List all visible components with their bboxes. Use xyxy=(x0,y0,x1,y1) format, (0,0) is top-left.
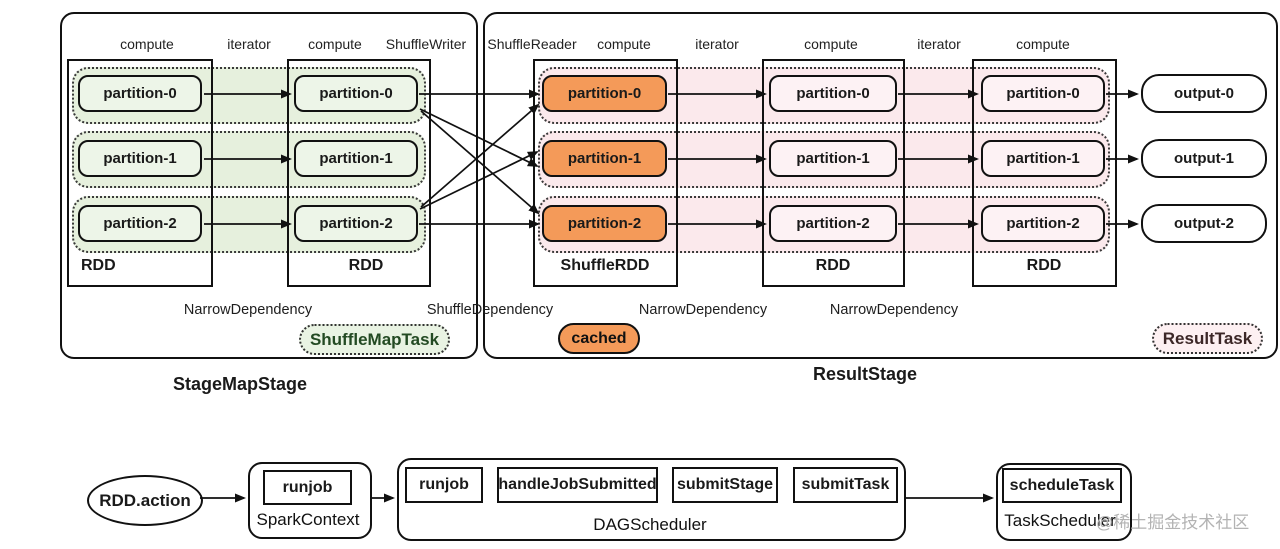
rdd3-box xyxy=(762,59,905,287)
rdd1-partition-0: partition-0 xyxy=(78,75,202,112)
narrow-dependency-label-2: NarrowDependency xyxy=(638,302,768,318)
rdd3-label: RDD xyxy=(815,257,851,274)
rdd2-partition-2: partition-2 xyxy=(294,205,418,242)
rdd1-partition-1: partition-1 xyxy=(78,140,202,177)
stage-map-stage-title: StageMapStage xyxy=(172,374,308,394)
rdd-action-ellipse: RDD.action xyxy=(87,475,203,526)
rdd2-partition-0: partition-0 xyxy=(294,75,418,112)
shuffle-rdd-label: ShuffleRDD xyxy=(560,257,650,274)
label-compute-1: compute xyxy=(120,36,174,52)
schedule-task-box: scheduleTask xyxy=(1002,468,1122,503)
shuffle-rdd-partition-2: partition-2 xyxy=(542,205,667,242)
narrow-dependency-label-3: NarrowDependency xyxy=(829,302,959,318)
rdd1-partition-2: partition-2 xyxy=(78,205,202,242)
rdd4-partition-2: partition-2 xyxy=(981,205,1105,242)
narrow-dependency-label-1: NarrowDependency xyxy=(183,302,313,318)
rdd1-box xyxy=(67,59,213,287)
shuffle-dependency-label: ShuffleDependency xyxy=(426,302,554,318)
result-task-badge: ResultTask xyxy=(1152,323,1263,354)
rdd4-partition-0: partition-0 xyxy=(981,75,1105,112)
juejin-watermark: @稀土掘金技术社区 xyxy=(1096,513,1250,532)
rdd4-label: RDD xyxy=(1026,257,1062,274)
label-iterator-1: iterator xyxy=(227,36,271,52)
task-scheduler-label: TaskScheduler xyxy=(1004,511,1116,530)
label-compute-5: compute xyxy=(1016,36,1070,52)
rdd1-label: RDD xyxy=(81,257,116,274)
dag-scheduler-label: DAGScheduler xyxy=(593,515,707,534)
dag-submit-stage-box: submitStage xyxy=(672,467,778,503)
label-shuffle-reader: ShuffleReader xyxy=(487,36,577,52)
label-compute-2: compute xyxy=(308,36,362,52)
label-compute-4: compute xyxy=(804,36,858,52)
rdd4-box xyxy=(972,59,1117,287)
rdd2-partition-1: partition-1 xyxy=(294,140,418,177)
output-0-box: output-0 xyxy=(1141,74,1267,113)
shuffle-rdd-partition-0: partition-0 xyxy=(542,75,667,112)
rdd2-label: RDD xyxy=(348,257,384,274)
label-shuffle-writer: ShuffleWriter xyxy=(385,36,467,52)
label-compute-3: compute xyxy=(597,36,651,52)
label-iterator-3: iterator xyxy=(917,36,961,52)
rdd3-partition-0: partition-0 xyxy=(769,75,897,112)
shuffle-rdd-partition-1: partition-1 xyxy=(542,140,667,177)
rdd4-partition-1: partition-1 xyxy=(981,140,1105,177)
dag-submit-task-box: submitTask xyxy=(793,467,898,503)
label-iterator-2: iterator xyxy=(695,36,739,52)
dag-runjob-box: runjob xyxy=(405,467,483,503)
cached-badge: cached xyxy=(558,323,640,354)
output-1-box: output-1 xyxy=(1141,139,1267,178)
spark-context-label: SparkContext xyxy=(256,510,360,529)
output-2-box: output-2 xyxy=(1141,204,1267,243)
shuffle-map-task-badge: ShuffleMapTask xyxy=(299,324,450,355)
spark-context-runjob-box: runjob xyxy=(263,470,352,505)
dag-handle-job-submitted-box: handleJobSubmitted xyxy=(497,467,658,503)
result-stage-title: ResultStage xyxy=(812,364,918,384)
rdd3-partition-1: partition-1 xyxy=(769,140,897,177)
rdd3-partition-2: partition-2 xyxy=(769,205,897,242)
